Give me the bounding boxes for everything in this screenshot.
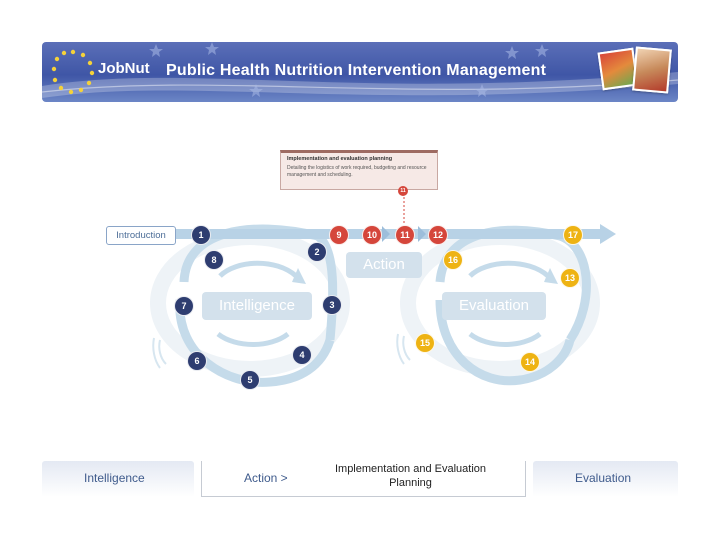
nav-tab-label: Intelligence — [84, 471, 145, 485]
step-node[interactable]: 17 — [563, 225, 583, 245]
step-node[interactable]: 2 — [307, 242, 327, 262]
step-node[interactable]: 3 — [322, 295, 342, 315]
step-node[interactable]: 4 — [292, 345, 312, 365]
step-node[interactable]: 6 — [187, 351, 207, 371]
phase-action[interactable]: Action — [346, 252, 422, 278]
nav-tab-label: Evaluation — [575, 471, 632, 485]
logo-text: JobNut — [98, 60, 150, 77]
step-node[interactable]: 15 — [415, 333, 435, 353]
eu-star-logo-icon — [51, 49, 95, 95]
step-node[interactable]: 12 — [428, 225, 448, 245]
nav-tab-evaluation[interactable]: Evaluation — [533, 461, 678, 497]
step-node[interactable]: 16 — [443, 250, 463, 270]
step-callout: Implementation and evaluation planning D… — [280, 150, 438, 190]
callout-title: Implementation and evaluation planning — [287, 156, 393, 162]
callout-step-badge: 11 — [398, 186, 408, 196]
banner-swoosh — [42, 42, 678, 98]
arrow-icon — [600, 224, 616, 244]
introduction-button[interactable]: Introduction — [106, 226, 176, 245]
phase-intelligence[interactable]: Intelligence — [202, 292, 312, 320]
step-node[interactable]: 1 — [191, 225, 211, 245]
step-node[interactable]: 10 — [362, 225, 382, 245]
header-banner: JobNut Public Health Nutrition Intervent… — [42, 42, 678, 102]
step-node[interactable]: 7 — [174, 296, 194, 316]
nav-tab-label: Implementation and Evaluation Planning — [334, 463, 487, 489]
nav-tab-intelligence[interactable]: Intelligence — [42, 461, 194, 497]
callout-body: Detailing the logistics of work required… — [287, 165, 427, 178]
page-title: Public Health Nutrition Intervention Man… — [166, 62, 547, 79]
phase-evaluation[interactable]: Evaluation — [442, 292, 546, 320]
step-node[interactable]: 5 — [240, 370, 260, 390]
nav-tab-action[interactable]: Action > — [201, 461, 323, 497]
nav-tab-planning[interactable]: Implementation and Evaluation Planning — [323, 461, 526, 497]
step-node[interactable]: 8 — [204, 250, 224, 270]
nav-tab-label: Action > — [244, 471, 288, 485]
step-node[interactable]: 11 — [395, 225, 415, 245]
step-node[interactable]: 9 — [329, 225, 349, 245]
step-node[interactable]: 14 — [520, 352, 540, 372]
step-node[interactable]: 13 — [560, 268, 580, 288]
